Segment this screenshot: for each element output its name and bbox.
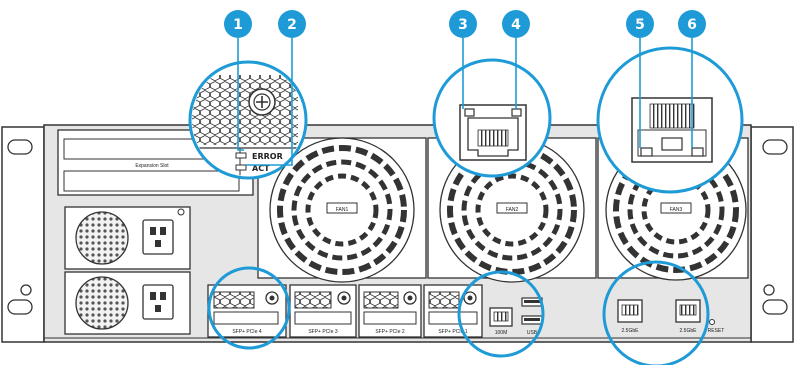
power-supply-bottom [65,272,190,334]
fan-2-label: FAN2 [506,207,519,213]
power-supply-top [65,207,190,269]
callout-3-number: 3 [458,17,468,33]
port-2-5g-b-label: 2.5GbE [680,328,698,334]
pcie-slot-2-label: SFP+ PCIe 2 [375,329,405,335]
error-led-label: ERROR [252,152,283,161]
callout-4: 4 [502,10,530,38]
pcie-slot-3: SFP+ PCIe 3 [290,285,356,337]
pcie-slot-1: SFP+ PCIe 1 [424,285,482,337]
pcie-slot-3-label: SFP+ PCIe 3 [308,329,338,335]
error-led [236,153,246,158]
callout-2: 2 [278,10,306,38]
2-5g-led-left [641,148,652,156]
lan-led-right [512,109,521,116]
callout-6: 6 [678,10,706,38]
act-led [236,165,246,170]
2-5g-led-right [692,148,703,156]
detail-lan-port [434,60,550,176]
port-2-5g-a-label: 2.5GbE [622,328,640,334]
callout-6-number: 6 [687,17,697,33]
expansion-slot-label: Expansion Slot [135,163,169,169]
callout-1: 1 [224,10,252,38]
callout-5: 5 [626,10,654,38]
pcie-slot-4-label: SFP+ PCIe 4 [232,329,262,335]
reset-label: RESET [708,328,725,334]
callout-3: 3 [449,10,477,38]
callout-2-number: 2 [287,17,297,33]
fan-3-label: FAN3 [670,207,683,213]
pcie-slot-2: SFP+ PCIe 2 [359,285,421,337]
fan-1-label: FAN1 [336,207,349,213]
pcie-slot-4: SFP+ PCIe 4 [208,285,286,337]
port-100m-label: 100M [495,330,508,336]
lan-led-left [465,109,474,116]
detail-2-5g-port [598,48,742,192]
port-2-5g-b: 2.5GbE [676,300,700,334]
callout-1-number: 1 [233,17,243,33]
port-2-5g-a: 2.5GbE [618,300,642,334]
callout-4-number: 4 [511,17,521,33]
callout-5-number: 5 [635,17,645,33]
